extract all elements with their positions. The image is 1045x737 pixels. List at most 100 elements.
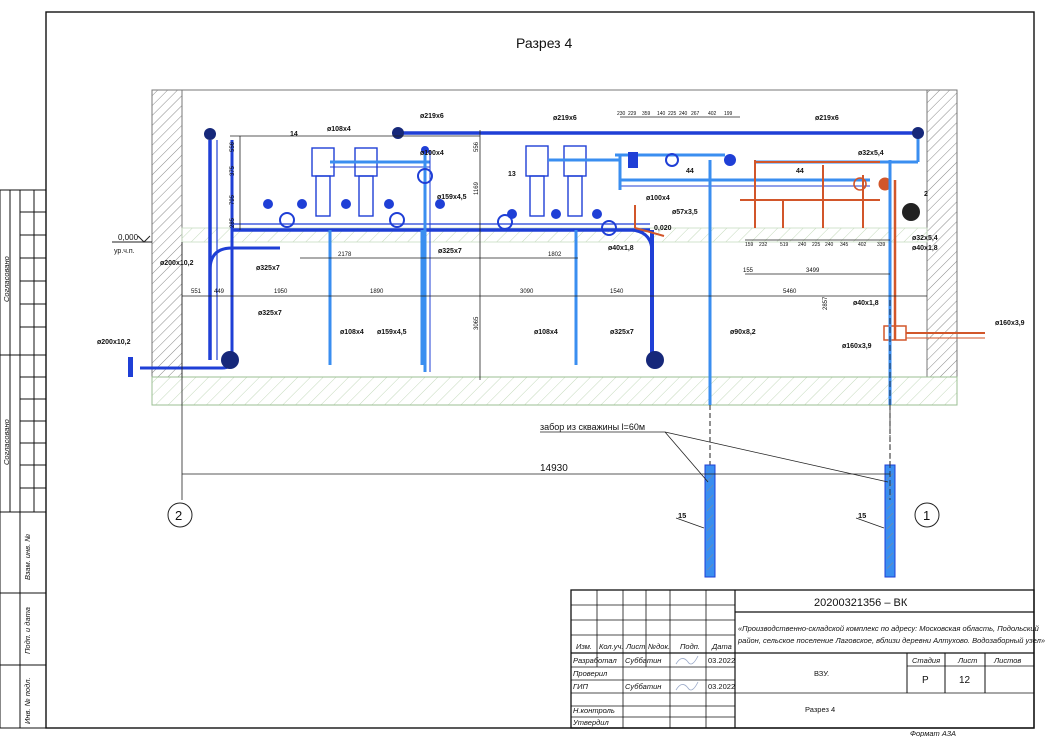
label-pump1-tag: 14	[290, 131, 298, 138]
dim-551: 551	[191, 289, 202, 295]
side-stamps	[0, 189, 47, 729]
dim-m519: 519	[780, 242, 789, 248]
label-pipe-108-v2: ø108х4	[534, 329, 558, 336]
well-note: забор из скважины l=60м 15 15	[540, 422, 889, 529]
label-tag-44b: 44	[796, 168, 804, 175]
stamp-agreed-1: Согласовано	[2, 256, 11, 302]
label-pipe-159: ø159х4,5	[437, 194, 467, 201]
dim-v3065: 3065	[474, 316, 480, 330]
label-pipe-200a: ø200х10,2	[160, 260, 194, 267]
role-approve: Утвердил	[572, 718, 609, 727]
dimension-texts: 551 449 1950 1890 3090 1540 5460 2178 18…	[191, 141, 829, 330]
label-pipe-57: ø57х3,5	[672, 209, 698, 216]
hdr-izm: Изм.	[576, 642, 592, 651]
name-gip: Суббатин	[625, 682, 661, 691]
role-developer: Разработал	[573, 656, 617, 665]
date-developer: 03.2022	[708, 656, 735, 665]
dim-v375: 375	[230, 165, 236, 176]
heating-loop	[634, 160, 985, 341]
label-pipe-100a: ø100х4	[420, 150, 444, 157]
axis-right: 1	[923, 508, 930, 523]
pump-set-right	[497, 133, 920, 236]
dim-v556: 556	[230, 141, 236, 152]
dim-1890: 1890	[370, 289, 384, 295]
dim-v1169: 1169	[474, 181, 480, 195]
label-tag-2: 2	[924, 191, 928, 198]
label-pump1-pipe: ø108х4	[327, 126, 351, 133]
level-mark-value: 0,000	[118, 233, 139, 242]
dimension-lines	[181, 116, 927, 500]
hdr-date: Дата	[711, 642, 732, 651]
dim-m232: 232	[759, 242, 768, 248]
stage-value: Р	[922, 675, 929, 686]
sheet-title: Разрез 4	[805, 705, 835, 714]
hdr-podp: Подп.	[680, 642, 700, 651]
doc-code: 20200321356 – ВК	[814, 597, 908, 609]
drawing-title: Разрез 4	[516, 35, 572, 51]
level-mark-sub: ур.ч.п.	[114, 248, 135, 255]
sheet-label: Лист	[957, 656, 977, 665]
dim-m345: 345	[840, 242, 849, 248]
label-pipe-32a: ø32х5,4	[858, 150, 884, 157]
format-label: Формат А3А	[910, 729, 956, 737]
label-pipe-90: ø90х8,2	[730, 329, 756, 336]
dim-v285: 285	[230, 217, 236, 228]
label-pipe-160: ø160х3,9	[995, 320, 1025, 327]
dim-t402: 402	[708, 111, 717, 117]
sheets-label: Листов	[993, 656, 1021, 665]
dim-m159: 159	[745, 242, 754, 248]
role-norm: Н.контроль	[573, 706, 615, 715]
label-pipe-159-v: ø159х4,5	[377, 329, 407, 336]
well-tag-right: 15	[858, 511, 866, 520]
dim-m339: 339	[877, 242, 886, 248]
label-pipe-40a: ø40х1,8	[608, 245, 634, 252]
sheet-frame	[45, 11, 1035, 729]
dim-2178: 2178	[338, 252, 352, 258]
stamp-sign-date: Подп. и дата	[23, 607, 32, 654]
label-pipe-160b: ø160х3,9	[842, 343, 872, 350]
label-tag-44a: 44	[686, 168, 694, 175]
well-tag-left: 15	[678, 511, 686, 520]
pipe-labels: ø219х6 ø219х6 ø219х6 ø108х4 14 13 ø100х4…	[97, 113, 1025, 350]
dim-m402: 402	[858, 242, 867, 248]
label-pipe-100b: ø100х4	[646, 195, 670, 202]
name-developer: Суббатин	[625, 656, 661, 665]
dim-5460: 5460	[783, 289, 797, 295]
date-gip: 03.2022	[708, 682, 735, 691]
sheet-number: 12	[959, 675, 971, 686]
dim-m225: 225	[812, 242, 821, 248]
label-pipe-40b: ø40х1,8	[912, 245, 938, 252]
dim-3499: 3499	[806, 268, 820, 274]
pump-set-left	[263, 146, 445, 372]
hdr-ndoc: №док.	[648, 642, 670, 651]
dim-v795: 795	[230, 194, 236, 205]
label-header-top-left: ø219х6	[420, 113, 444, 120]
object-name: ВЗУ.	[814, 669, 829, 678]
hdr-kol: Кол.уч.	[599, 642, 623, 651]
label-pipe-325-right: ø325х7	[610, 329, 634, 336]
dim-t229: 229	[628, 111, 637, 117]
dim-t225: 225	[668, 111, 677, 117]
label-pipe-325-mid: ø325х7	[258, 310, 282, 317]
stage-label: Стадия	[912, 656, 940, 665]
project-line-1: «Производственно-складской комплекс по а…	[738, 624, 1040, 633]
role-gip: ГИП	[573, 682, 588, 691]
label-header-top-mid: ø219х6	[553, 115, 577, 122]
dim-t140: 140	[657, 111, 666, 117]
label-pipe-108-v1: ø108х4	[340, 329, 364, 336]
level-mark: 0,000 ур.ч.п.	[112, 233, 152, 255]
label-pipe-325-left: ø325х7	[256, 265, 280, 272]
left-wall	[151, 89, 183, 378]
dim-3090: 3090	[520, 289, 534, 295]
supply-header	[140, 131, 918, 370]
dim-v2857: 2857	[823, 296, 829, 310]
dim-t267: 267	[691, 111, 700, 117]
dim-m240b: 240	[825, 242, 834, 248]
dim-t230: 230	[617, 111, 626, 117]
dim-t240: 240	[679, 111, 688, 117]
dim-449: 449	[214, 289, 225, 295]
project-line-2: район, сельское поселение Лаговское, вбл…	[737, 636, 1045, 645]
dim-t199: 199	[724, 111, 733, 117]
label-pipe-200b: ø200х10,2	[97, 339, 131, 346]
